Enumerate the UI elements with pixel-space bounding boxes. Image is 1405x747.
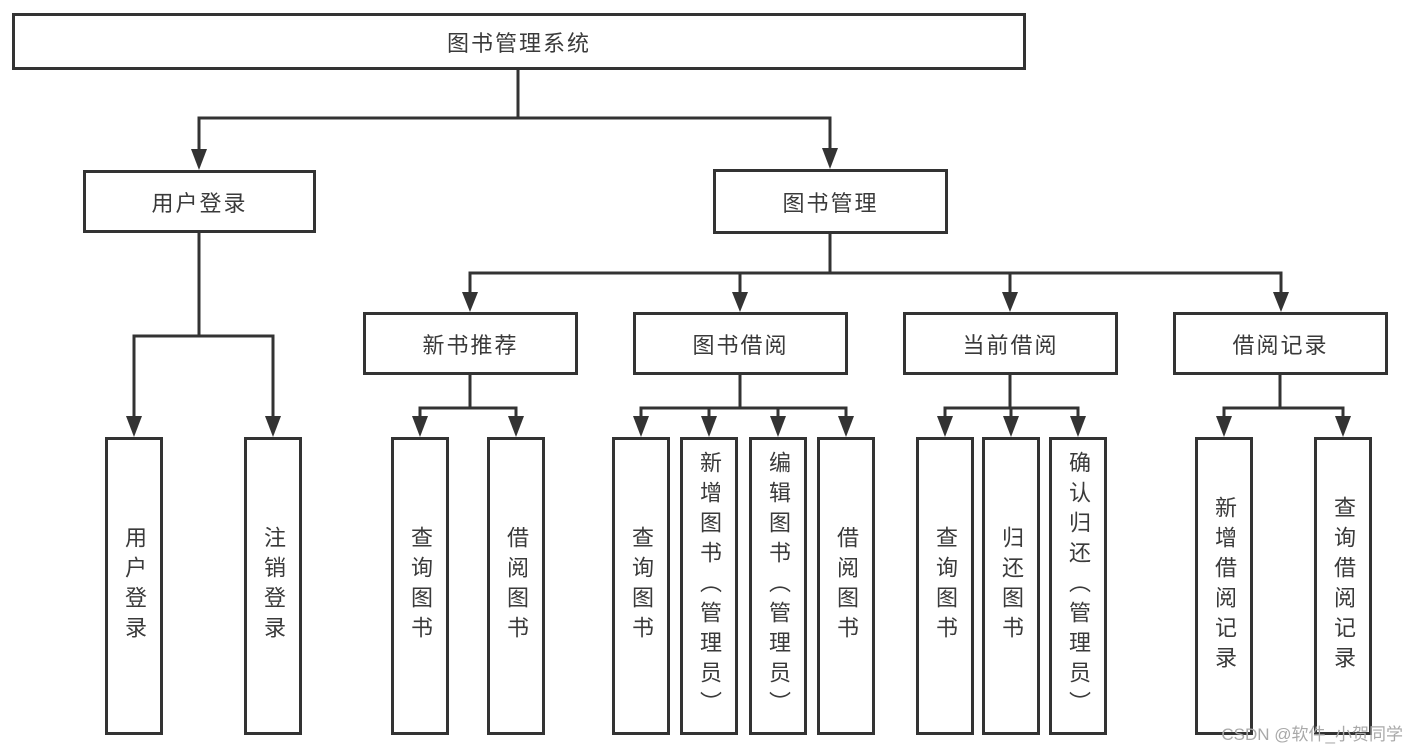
csdn-watermark: CSDN @软件_小贺同学 [1221, 725, 1403, 744]
leaf-query-books-borrow-label: 查询图书 [629, 526, 654, 646]
leaf-add-books-admin: 新增图书（管理员） [680, 437, 738, 735]
leaf-borrow-books-recommend: 借阅图书 [487, 437, 545, 735]
leaf-confirm-return-admin-label: 确认归还（管理员） [1066, 451, 1091, 721]
node-user-login-label: 用户登录 [151, 190, 248, 216]
leaf-borrow-books: 借阅图书 [817, 437, 875, 735]
node-book-borrow-label: 图书借阅 [692, 332, 789, 358]
leaf-return-books: 归还图书 [982, 437, 1040, 735]
node-book-borrow: 图书借阅 [633, 312, 848, 375]
leaf-user-login: 用户登录 [105, 437, 163, 735]
leaf-add-books-admin-label: 新增图书（管理员） [697, 451, 722, 721]
leaf-query-borrow-record: 查询借阅记录 [1314, 437, 1372, 735]
leaf-query-books-recommend: 查询图书 [391, 437, 449, 735]
node-current-borrow: 当前借阅 [903, 312, 1118, 375]
leaf-user-login-label: 用户登录 [122, 526, 147, 646]
root-node-library-system: 图书管理系统 [12, 13, 1026, 70]
leaf-query-books-current-label: 查询图书 [933, 526, 958, 646]
node-book-management-label: 图书管理 [782, 190, 879, 216]
node-current-borrow-label: 当前借阅 [962, 332, 1059, 358]
leaf-add-borrow-record-label: 新增借阅记录 [1212, 496, 1237, 676]
node-new-book-recommend-label: 新书推荐 [422, 332, 519, 358]
leaf-return-books-label: 归还图书 [999, 526, 1024, 646]
leaf-add-borrow-record: 新增借阅记录 [1195, 437, 1253, 735]
leaf-confirm-return-admin: 确认归还（管理员） [1049, 437, 1107, 735]
node-user-login: 用户登录 [83, 170, 316, 233]
node-new-book-recommend: 新书推荐 [363, 312, 578, 375]
node-borrow-record: 借阅记录 [1173, 312, 1388, 375]
leaf-borrow-books-label: 借阅图书 [834, 526, 859, 646]
leaf-edit-books-admin: 编辑图书（管理员） [749, 437, 807, 735]
leaf-borrow-books-recommend-label: 借阅图书 [504, 526, 529, 646]
leaf-logout: 注销登录 [244, 437, 302, 735]
node-book-management: 图书管理 [713, 169, 948, 234]
leaf-query-books-current: 查询图书 [916, 437, 974, 735]
leaf-edit-books-admin-label: 编辑图书（管理员） [766, 451, 791, 721]
root-node-label: 图书管理系统 [446, 30, 591, 56]
leaf-logout-label: 注销登录 [261, 526, 286, 646]
leaf-query-books-recommend-label: 查询图书 [408, 526, 433, 646]
leaf-query-borrow-record-label: 查询借阅记录 [1331, 496, 1356, 676]
node-borrow-record-label: 借阅记录 [1232, 332, 1329, 358]
leaf-query-books-borrow: 查询图书 [612, 437, 670, 735]
